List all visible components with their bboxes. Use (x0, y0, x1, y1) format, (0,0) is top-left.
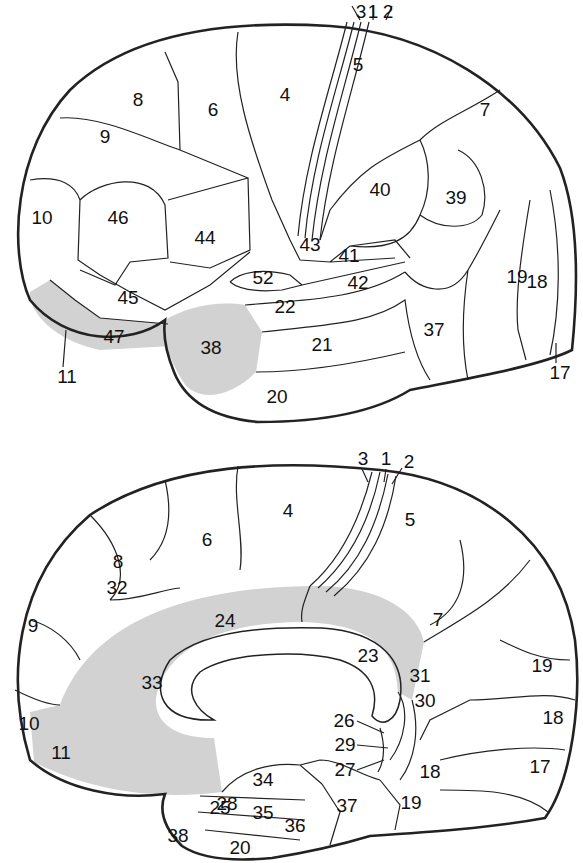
area-number: 36 (283, 816, 306, 836)
area-number: 29 (333, 735, 356, 755)
area-number: 6 (201, 530, 214, 550)
area-number: 27 (333, 760, 356, 780)
area-number: 8 (112, 552, 125, 572)
area-number: 8 (132, 90, 145, 110)
area-number: 2 (382, 2, 395, 22)
shaded-area (30, 586, 424, 795)
shaded-area (30, 280, 172, 350)
corpus-callosum (160, 628, 400, 722)
area-number: 5 (352, 55, 365, 75)
area-number: 20 (228, 838, 251, 858)
area-number: 2 (403, 452, 416, 472)
area-border (378, 692, 416, 780)
area-number: 45 (116, 288, 139, 308)
area-number: 46 (106, 208, 129, 228)
brain-outline (18, 25, 576, 422)
area-number: 7 (432, 610, 445, 630)
area-number: 38 (199, 338, 222, 358)
area-number: 7 (479, 100, 492, 120)
area-number: 34 (251, 770, 274, 790)
area-number: 10 (17, 714, 40, 734)
leader-line (357, 468, 402, 770)
area-number: 18 (418, 762, 441, 782)
area-number: 3 (357, 449, 370, 469)
area-number: 35 (251, 803, 274, 823)
area-number: 19 (505, 267, 528, 287)
area-number: 38 (166, 826, 189, 846)
area-number: 52 (251, 268, 274, 288)
area-number: 31 (408, 666, 431, 686)
area-number: 1 (367, 2, 380, 22)
area-number: 11 (56, 367, 78, 387)
area-number: 32 (105, 578, 128, 598)
area-number: 39 (444, 188, 467, 208)
area-number: 30 (413, 691, 436, 711)
area-number: 40 (368, 180, 391, 200)
area-border (15, 466, 575, 845)
area-number: 47 (102, 327, 125, 347)
area-border (298, 22, 369, 240)
area-number: 9 (27, 616, 40, 636)
area-number: 5 (404, 510, 417, 530)
area-border (30, 32, 558, 380)
area-number: 23 (356, 646, 379, 666)
area-number: 37 (335, 796, 358, 816)
area-number: 4 (282, 501, 295, 521)
area-number: 44 (193, 228, 216, 248)
area-number: 19 (399, 793, 422, 813)
area-number: 24 (213, 611, 236, 631)
area-number: 11 (50, 743, 72, 763)
area-number: 4 (279, 85, 292, 105)
area-number: 20 (265, 387, 288, 407)
area-number: 17 (528, 757, 551, 777)
area-number: 37 (422, 320, 445, 340)
area-number: 1 (380, 449, 393, 469)
area-number: 28 (215, 794, 238, 814)
area-number: 9 (99, 127, 112, 147)
brain-outline (18, 465, 577, 859)
area-number: 26 (332, 711, 355, 731)
area-number: 6 (207, 100, 220, 120)
area-number: 33 (140, 673, 163, 693)
area-number: 41 (337, 246, 360, 266)
area-number: 22 (273, 297, 296, 317)
area-number: 42 (346, 273, 369, 293)
area-number: 3 (355, 2, 368, 22)
area-number: 17 (548, 363, 571, 383)
area-number: 10 (30, 208, 53, 228)
area-number: 21 (310, 335, 333, 355)
area-number: 19 (530, 656, 553, 676)
area-number: 18 (541, 708, 564, 728)
area-number: 18 (525, 272, 548, 292)
leader-line (63, 6, 556, 367)
area-number: 43 (298, 235, 321, 255)
